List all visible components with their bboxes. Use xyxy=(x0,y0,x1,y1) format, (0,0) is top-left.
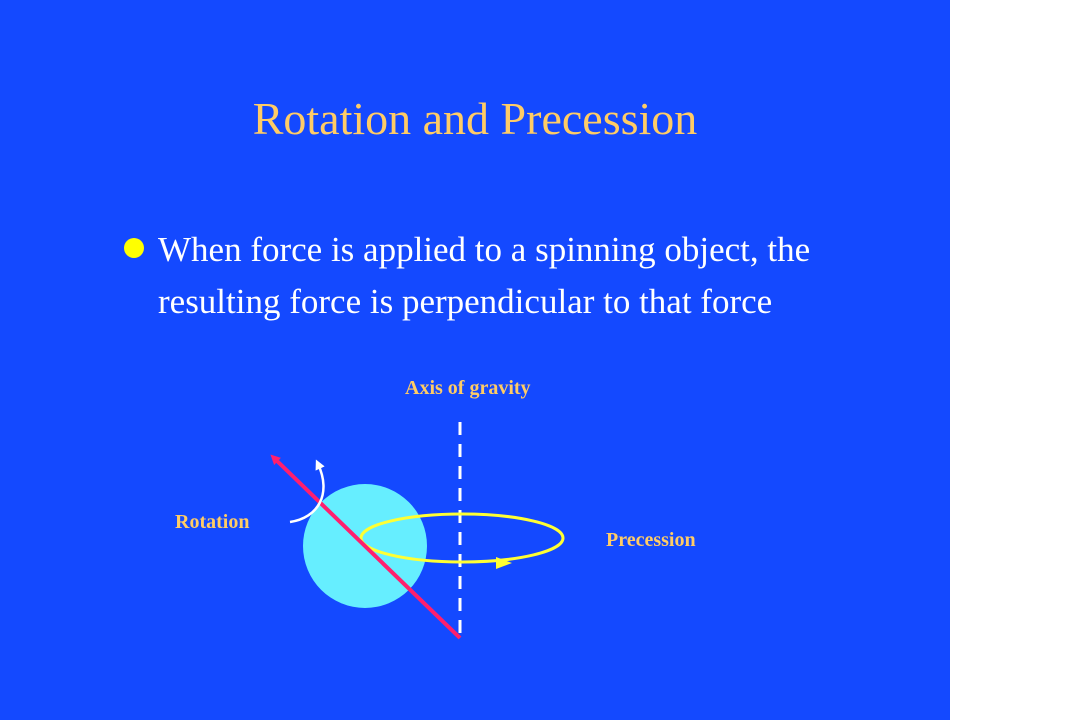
right-margin xyxy=(950,0,1080,720)
rotation-label: Rotation xyxy=(175,511,249,533)
precession-ring xyxy=(359,512,565,564)
rotation-arrow-icon xyxy=(289,459,325,524)
precession-diagram: Axis of gravity Rotation Precession xyxy=(175,377,696,640)
bullet-text: When force is applied to a spinning obje… xyxy=(158,230,811,321)
precession-label: Precession xyxy=(606,529,696,551)
spin-axis-line xyxy=(270,454,462,640)
axis-of-gravity-label: Axis of gravity xyxy=(405,377,531,399)
slide-background xyxy=(0,0,950,720)
bullet-point-icon xyxy=(124,238,144,258)
slide-title: Rotation and Precession xyxy=(252,93,698,144)
precession-arrow-icon xyxy=(496,557,512,569)
